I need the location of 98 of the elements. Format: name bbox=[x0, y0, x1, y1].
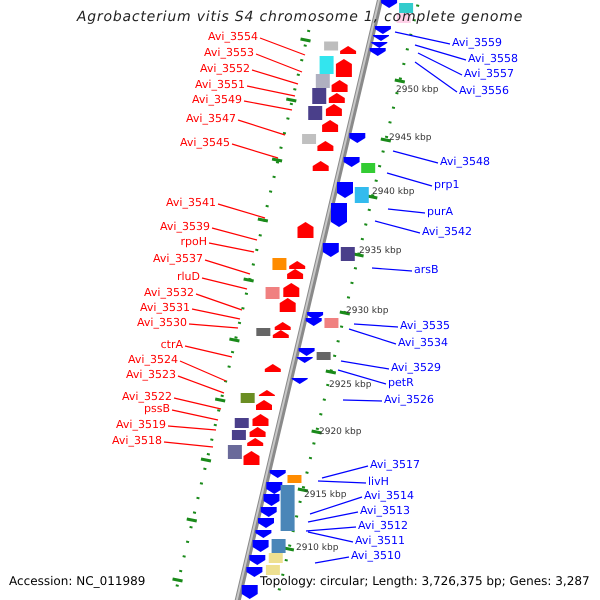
scale-tick-label: 2940 kbp bbox=[372, 187, 414, 197]
leader-line bbox=[342, 399, 382, 402]
footer-text: Accession: NC_011989 bbox=[9, 574, 146, 589]
gene-label: Avi_3519 bbox=[116, 418, 166, 431]
leader-line bbox=[374, 220, 420, 234]
gene-label: Avi_3556 bbox=[459, 84, 509, 97]
gene-label: Avi_3531 bbox=[140, 301, 190, 314]
scale-tick-label: 2945 kbp bbox=[389, 133, 432, 143]
leader-line bbox=[192, 308, 240, 320]
gene-label: Avi_3524 bbox=[128, 353, 178, 366]
gene-label: Avi_3522 bbox=[122, 390, 172, 403]
gene-label: prp1 bbox=[434, 178, 460, 191]
gene-label: Avi_3510 bbox=[351, 549, 401, 562]
gene-label: Avi_3551 bbox=[195, 78, 245, 91]
leader-line bbox=[392, 150, 438, 164]
gene-label: Avi_3526 bbox=[384, 393, 434, 406]
leader-line bbox=[256, 53, 302, 73]
gene-label: livH bbox=[368, 475, 389, 488]
leader-line bbox=[218, 203, 266, 219]
leader-line bbox=[184, 345, 232, 358]
leader-line bbox=[246, 85, 296, 97]
scale-tick-label: 2920 kbp bbox=[319, 427, 362, 437]
leader-line bbox=[372, 267, 412, 272]
title: Agrobacterium vitis S4 chromosome 1, complete genome bbox=[75, 8, 524, 26]
gene-label: Avi_3511 bbox=[355, 534, 405, 547]
leader-line bbox=[308, 511, 358, 523]
gene-label: Avi_3549 bbox=[192, 93, 242, 106]
leader-line bbox=[388, 208, 426, 214]
leader-line bbox=[318, 480, 366, 484]
gene-label: Avi_3534 bbox=[398, 336, 448, 349]
gene-label: Avi_3530 bbox=[137, 316, 187, 329]
leader-line bbox=[418, 52, 462, 76]
leader-line bbox=[212, 227, 258, 241]
gene-label: Avi_3513 bbox=[360, 504, 410, 517]
scale-tick-label: 2910 kbp bbox=[296, 543, 338, 553]
gene-label: Avi_3537 bbox=[153, 252, 203, 265]
leader-line bbox=[202, 277, 248, 290]
leader-line bbox=[238, 119, 286, 136]
gene-label: Avi_3552 bbox=[200, 62, 250, 75]
leader-line bbox=[322, 465, 368, 479]
gene-label: Avi_3539 bbox=[160, 220, 210, 233]
leader-line bbox=[196, 293, 242, 311]
scale-tick-label: 2950 kbp bbox=[396, 85, 438, 95]
gene-label: Avi_3557 bbox=[464, 67, 514, 80]
gene-label: petR bbox=[388, 376, 414, 389]
gene-label: Avi_3542 bbox=[422, 225, 472, 238]
scale-tick-label: 2915 kbp bbox=[304, 490, 346, 500]
leader-line bbox=[414, 62, 458, 92]
leader-line bbox=[354, 323, 398, 328]
gene-label: Avi_3558 bbox=[468, 52, 518, 65]
leader-line bbox=[172, 409, 218, 421]
leader-line bbox=[208, 242, 254, 253]
gene-label: Avi_3548 bbox=[440, 155, 490, 168]
gene-label: Avi_3514 bbox=[364, 489, 414, 502]
gene-label: Avi_3512 bbox=[358, 519, 408, 532]
leader-line bbox=[204, 259, 250, 275]
footer-text: Topology: circular; Length: 3,726,375 bp; Genes: 3,287 bbox=[260, 574, 590, 589]
gene-label: purA bbox=[427, 205, 454, 218]
gene-label: Avi_3559 bbox=[452, 36, 502, 49]
gene-label: rpoH bbox=[180, 235, 207, 248]
leader-line bbox=[386, 172, 432, 187]
gene-label: Avi_3554 bbox=[208, 30, 258, 43]
leader-line bbox=[308, 531, 354, 543]
leader-line bbox=[348, 328, 396, 345]
leader-line bbox=[232, 143, 278, 159]
leader-line bbox=[188, 323, 238, 329]
gene-label: Avi_3541 bbox=[166, 196, 216, 209]
gene-label: Avi_3529 bbox=[391, 361, 441, 374]
gene-label: Avi_3545 bbox=[180, 136, 230, 149]
gene-label: Avi_3535 bbox=[400, 319, 450, 332]
leader-line bbox=[168, 425, 216, 431]
leader-line bbox=[252, 69, 298, 85]
leader-line bbox=[394, 31, 450, 45]
leader-line bbox=[310, 496, 362, 515]
gene-label: Avi_3553 bbox=[204, 46, 254, 59]
leader-line bbox=[174, 397, 222, 410]
scale-tick-label: 2935 kbp bbox=[359, 246, 402, 256]
leader-line bbox=[340, 360, 390, 370]
gene-label: Avi_3523 bbox=[126, 368, 176, 381]
leader-line bbox=[178, 375, 224, 394]
leader-line bbox=[314, 556, 350, 564]
gene-label: Avi_3532 bbox=[144, 286, 194, 299]
leader-line bbox=[338, 369, 386, 385]
scale-tick-label: 2930 kbp bbox=[346, 306, 388, 316]
gene-label: Avi_3517 bbox=[370, 458, 420, 471]
gene-label: pssB bbox=[144, 402, 170, 415]
leader-line bbox=[244, 100, 292, 111]
leader-line bbox=[306, 526, 356, 532]
leader-line bbox=[260, 37, 306, 56]
scale-tick-label: 2925 kbp bbox=[329, 380, 372, 390]
gene-label: arsB bbox=[414, 263, 439, 276]
leader-line bbox=[180, 360, 226, 382]
leader-line bbox=[164, 441, 214, 448]
leader-line bbox=[414, 44, 466, 61]
gene-label: Avi_3547 bbox=[186, 112, 236, 125]
gene-label: ctrA bbox=[160, 338, 183, 351]
gene-label: Avi_3518 bbox=[112, 434, 162, 447]
gene-label: rluD bbox=[176, 270, 200, 283]
